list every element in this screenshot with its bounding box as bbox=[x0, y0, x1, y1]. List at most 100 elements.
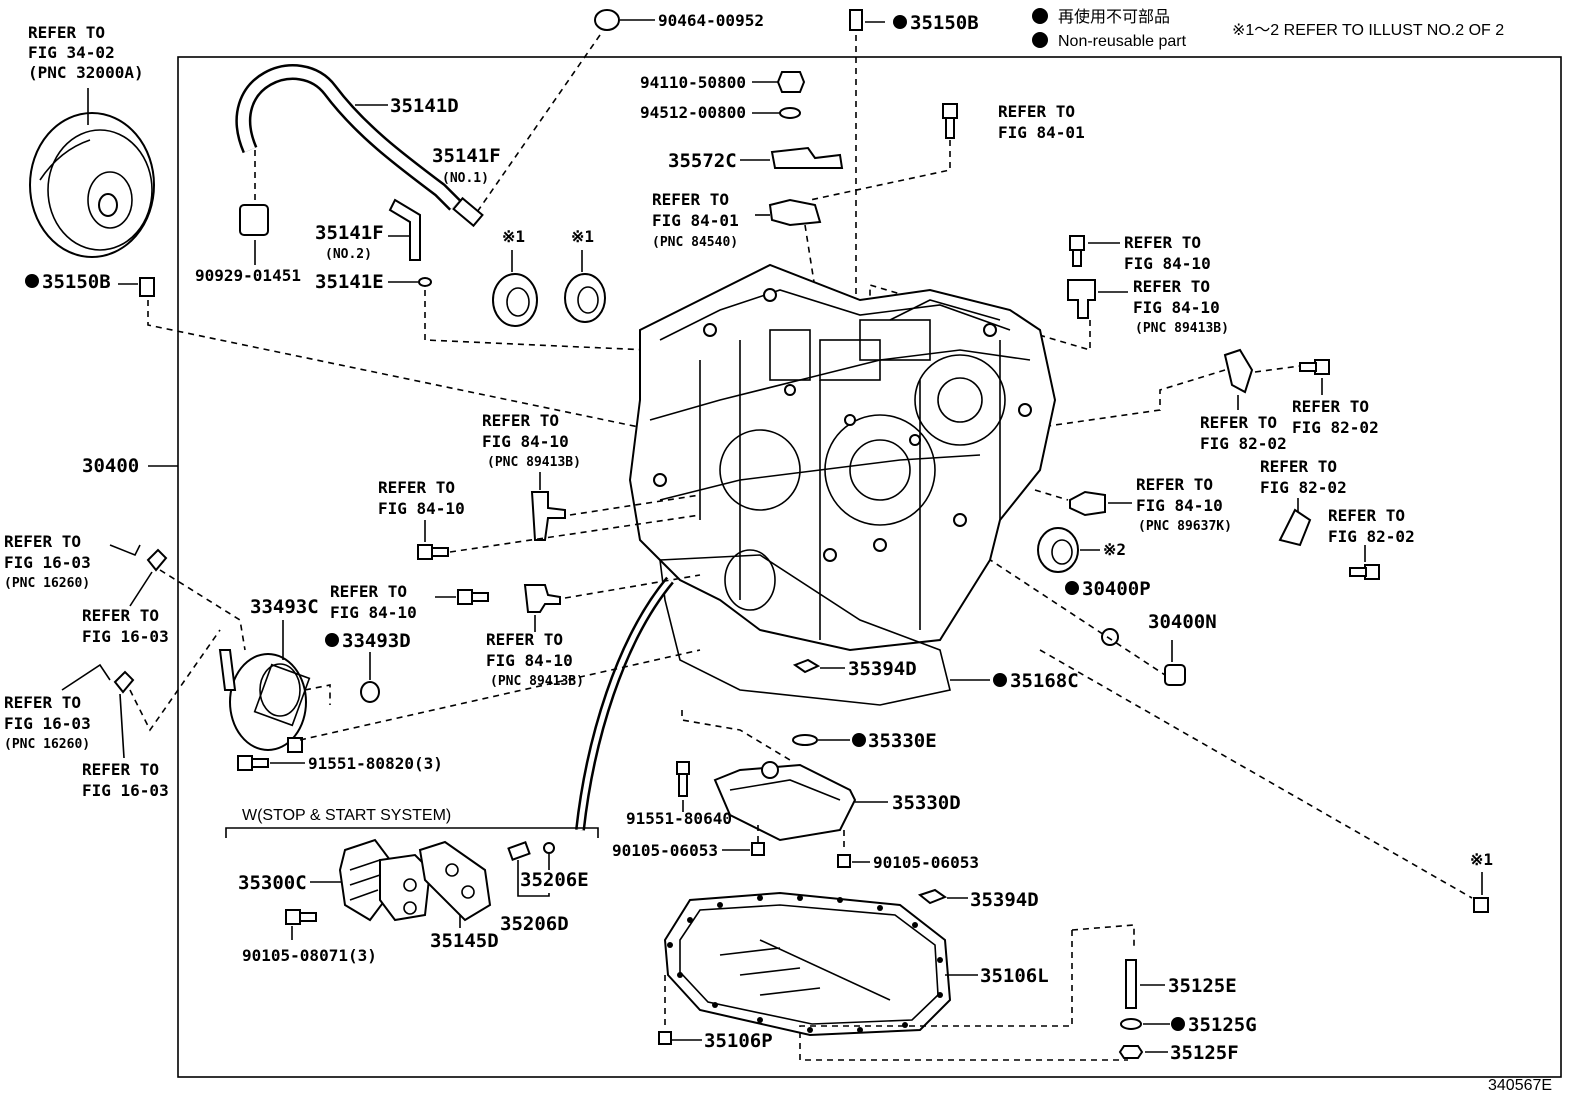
part-35150b-left[interactable]: 35150B bbox=[42, 271, 111, 293]
part-35125e[interactable]: 35125E bbox=[1168, 975, 1237, 997]
oil-seal-icon bbox=[492, 273, 538, 327]
part-35141f-no2[interactable]: 35141F bbox=[315, 222, 384, 244]
ref-fig-84-10-pnc-89637k[interactable]: REFER TO FIG 84-10 (PNC 89637K) bbox=[1136, 475, 1232, 534]
part-90105-06053-a[interactable]: 90105-06053 bbox=[612, 841, 718, 860]
part-35206d[interactable]: 35206D bbox=[500, 913, 569, 935]
bolt-icon bbox=[1314, 359, 1330, 375]
gasket-plate-drawing bbox=[418, 840, 492, 922]
part-35145d[interactable]: 35145D bbox=[430, 930, 499, 952]
svg-text:REFER TO: REFER TO bbox=[1260, 457, 1337, 476]
bolt-icon bbox=[1364, 564, 1380, 580]
part-94110-50800[interactable]: 94110-50800 bbox=[640, 73, 746, 92]
hose-drawing bbox=[235, 64, 461, 211]
ref-fig-84-01[interactable]: REFER TO FIG 84-01 bbox=[998, 102, 1085, 142]
gasket-ring-icon bbox=[1101, 628, 1119, 646]
part-30400n[interactable]: 30400N bbox=[1148, 611, 1217, 633]
oil-pan-drawing bbox=[663, 891, 952, 1037]
part-33493d[interactable]: 33493D bbox=[342, 630, 411, 652]
ref-fig-16-03-pnc-16260-b[interactable]: REFER TO FIG 16-03 (PNC 16260) bbox=[4, 693, 91, 752]
part-90464-00952[interactable]: 90464-00952 bbox=[658, 11, 764, 30]
svg-text:(PNC 32000A): (PNC 32000A) bbox=[28, 63, 144, 82]
ref-fig-82-02-d[interactable]: REFER TO FIG 82-02 bbox=[1328, 506, 1415, 546]
part-35125f[interactable]: 35125F bbox=[1170, 1042, 1239, 1064]
part-35394d-a[interactable]: 35394D bbox=[848, 658, 917, 680]
ref-fig-16-03-pnc-16260-a[interactable]: REFER TO FIG 16-03 (PNC 16260) bbox=[4, 532, 91, 591]
part-35330d[interactable]: 35330D bbox=[892, 792, 961, 814]
stop-start-bracket bbox=[225, 827, 599, 838]
svg-text:FIG 84-01: FIG 84-01 bbox=[652, 211, 739, 230]
svg-text:REFER TO: REFER TO bbox=[28, 23, 105, 42]
part-35168c[interactable]: 35168C bbox=[1010, 670, 1079, 692]
ref-fig-84-10-c[interactable]: REFER TO FIG 84-10 bbox=[330, 582, 417, 622]
part-35300c[interactable]: 35300C bbox=[238, 872, 307, 894]
ref-fig-84-10-pnc-89413b-b[interactable]: REFER TO FIG 84-10 (PNC 89413B) bbox=[482, 411, 581, 470]
svg-text:(PNC 16260): (PNC 16260) bbox=[4, 737, 90, 752]
ref-fig-16-03-b[interactable]: REFER TO FIG 16-03 bbox=[82, 760, 169, 800]
ref-fig-82-02-b[interactable]: REFER TO FIG 82-02 bbox=[1292, 397, 1379, 437]
svg-text:FIG 16-03: FIG 16-03 bbox=[82, 627, 169, 646]
ref-fig-34-02[interactable]: REFER TO FIG 34-02 (PNC 32000A) bbox=[28, 23, 144, 82]
svg-text:FIG 84-10: FIG 84-10 bbox=[330, 603, 417, 622]
svg-text:FIG 84-10: FIG 84-10 bbox=[1136, 496, 1223, 515]
ball-icon bbox=[543, 842, 555, 854]
svg-text:FIG 34-02: FIG 34-02 bbox=[28, 43, 115, 62]
gasket-icon bbox=[917, 888, 948, 905]
part-30400[interactable]: 30400 bbox=[82, 455, 139, 477]
part-35141f-no1[interactable]: 35141F bbox=[432, 145, 501, 167]
part-35394d-b[interactable]: 35394D bbox=[970, 889, 1039, 911]
part-33493c[interactable]: 33493C bbox=[250, 596, 319, 618]
clamp-icon bbox=[594, 9, 620, 31]
ref-fig-84-10-a[interactable]: REFER TO FIG 84-10 bbox=[1124, 233, 1211, 273]
ref-fig-84-10-pnc-89413b-a[interactable]: REFER TO FIG 84-10 (PNC 89413B) bbox=[1133, 277, 1229, 336]
mark-1-a: ※1 bbox=[502, 227, 525, 246]
svg-text:(PNC 89413B): (PNC 89413B) bbox=[490, 674, 584, 689]
bolt-icon bbox=[658, 1031, 672, 1045]
o-ring-icon bbox=[792, 734, 818, 746]
svg-text:REFER TO: REFER TO bbox=[998, 102, 1075, 121]
svg-text:FIG 16-03: FIG 16-03 bbox=[4, 714, 91, 733]
part-90105-08071[interactable]: 90105-08071(3) bbox=[242, 946, 377, 965]
bolt-icon bbox=[417, 544, 433, 560]
oil-seal-icon bbox=[564, 273, 606, 323]
ref-fig-82-02-c[interactable]: REFER TO FIG 82-02 bbox=[1260, 457, 1347, 497]
part-90105-06053-b[interactable]: 90105-06053 bbox=[873, 853, 979, 872]
o-ring-icon bbox=[360, 681, 380, 703]
non-reusable-dot-icon bbox=[852, 733, 866, 747]
bolt-icon bbox=[942, 103, 958, 119]
svg-text:REFER TO: REFER TO bbox=[486, 630, 563, 649]
part-35141d[interactable]: 35141D bbox=[390, 95, 459, 117]
o-ring-icon bbox=[418, 277, 432, 287]
part-90929-01451[interactable]: 90929-01451 bbox=[195, 266, 301, 285]
ref-fig-84-10-b[interactable]: REFER TO FIG 84-10 bbox=[378, 478, 465, 518]
svg-text:FIG 84-10: FIG 84-10 bbox=[378, 499, 465, 518]
temp-sensor-icon bbox=[1069, 490, 1106, 517]
part-35125g[interactable]: 35125G bbox=[1188, 1014, 1257, 1036]
part-35150b-top[interactable]: 35150B bbox=[910, 12, 979, 34]
ref-fig-82-02-a[interactable]: REFER TO FIG 82-02 bbox=[1200, 413, 1287, 453]
speed-sensor-icon bbox=[1067, 279, 1096, 319]
svg-text:REFER TO: REFER TO bbox=[4, 532, 81, 551]
svg-text:(PNC 16260): (PNC 16260) bbox=[4, 576, 90, 591]
mark-1-c: ※1 bbox=[1470, 850, 1493, 869]
part-91551-80640[interactable]: 91551-80640 bbox=[626, 809, 732, 828]
stop-start-title: W(STOP & START SYSTEM) bbox=[242, 807, 451, 824]
ref-fig-84-01-pnc-84540[interactable]: REFER TO FIG 84-01 (PNC 84540) bbox=[652, 190, 739, 250]
part-35206e[interactable]: 35206E bbox=[520, 869, 589, 891]
svg-text:FIG 84-10: FIG 84-10 bbox=[1133, 298, 1220, 317]
legend-refer-note: ※1～2 REFER TO ILLUST NO.2 OF 2 bbox=[1232, 22, 1504, 39]
part-30400p[interactable]: 30400P bbox=[1082, 578, 1151, 600]
part-94512-00800[interactable]: 94512-00800 bbox=[640, 103, 746, 122]
ref-fig-16-03-a[interactable]: REFER TO FIG 16-03 bbox=[82, 606, 169, 646]
part-91551-80820[interactable]: 91551-80820(3) bbox=[308, 754, 443, 773]
part-35106l[interactable]: 35106L bbox=[980, 965, 1049, 987]
part-35572c[interactable]: 35572C bbox=[668, 150, 737, 172]
svg-text:FIG 16-03: FIG 16-03 bbox=[82, 781, 169, 800]
ref-fig-84-10-pnc-89413b-c[interactable]: REFER TO FIG 84-10 (PNC 89413B) bbox=[486, 630, 584, 689]
part-35141e[interactable]: 35141E bbox=[315, 271, 384, 293]
bracket-icon bbox=[1278, 508, 1312, 547]
part-35330e[interactable]: 35330E bbox=[868, 730, 937, 752]
part-35106p[interactable]: 35106P bbox=[704, 1030, 773, 1052]
svg-text:(PNC 84540): (PNC 84540) bbox=[652, 235, 738, 250]
part-35141f-no2-sub: (NO.2) bbox=[325, 247, 372, 262]
